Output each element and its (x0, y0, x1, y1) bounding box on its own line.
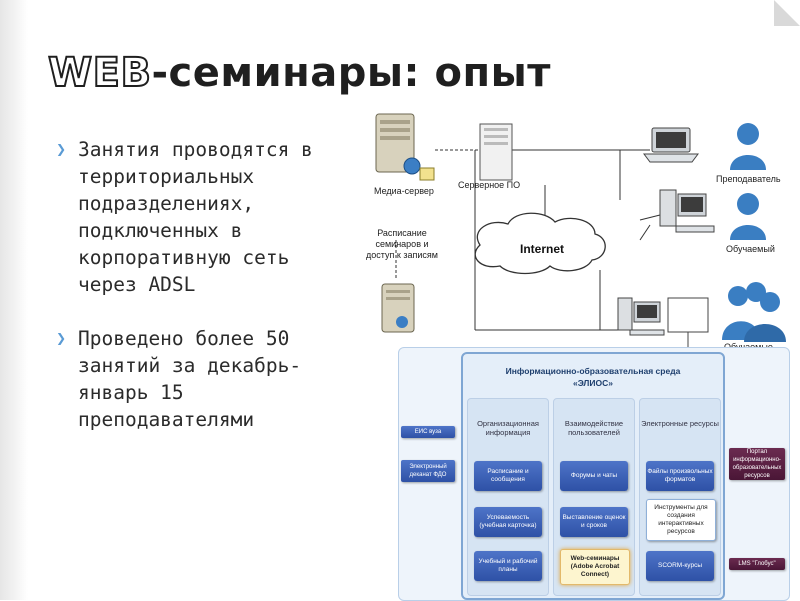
network-diagram: Медиа-сервер Серверное ПО Internet Распи… (360, 110, 800, 355)
left-decorative-bar (0, 0, 28, 600)
bullet-text: Проведено более 50 занятий за декабрь-ян… (78, 327, 302, 431)
internet-label: Internet (520, 242, 565, 256)
bullet-text: Занятия проводятся в территориальных под… (78, 138, 313, 296)
page-curl-corner (774, 0, 800, 26)
projector-screen-icon (667, 297, 709, 355)
server-software-label: Серверное ПО (458, 180, 521, 190)
column-head: Взаимодействие пользователей (564, 419, 624, 437)
media-server-icon (375, 113, 435, 181)
student-computer-icon (659, 189, 715, 233)
network-diagram-svg (375, 113, 786, 355)
column-org-info: Организационная информация Расписание и … (467, 398, 549, 596)
elios-box: Форумы и чаты (560, 461, 628, 491)
column-head: Электронные ресурсы (641, 419, 719, 428)
e-deanery-box: Электронный деканат ФДО (401, 460, 455, 482)
elios-diagram: Информационно-образовательная среда «ЭЛИ… (398, 347, 790, 601)
media-server-label: Медиа-сервер (374, 186, 434, 196)
elios-box: Успеваемость (учебная карточка) (474, 507, 542, 537)
students-group-icon (722, 282, 786, 342)
teacher-label: Преподаватель (716, 174, 781, 184)
bullet-arrow-icon: ❯ (56, 331, 67, 345)
archive-server-icon (381, 283, 415, 333)
bullet-arrow-icon: ❯ (56, 142, 67, 156)
server-software-icon (479, 123, 513, 181)
classroom-computer-icon (617, 297, 665, 336)
eis-box: ЕИС вуза (401, 426, 455, 438)
schedule-label: Расписание семинаров и доступ к записям (366, 228, 438, 260)
elios-box: Выставление оценок и сроков (560, 507, 628, 537)
title-web: WEB (47, 49, 152, 97)
student-label: Обучаемый (726, 244, 775, 254)
connection-lines (395, 149, 661, 331)
column-user-interaction: Взаимодействие пользователей Форумы и ча… (553, 398, 635, 596)
column-head: Организационная информация (477, 419, 539, 437)
elios-box: SCORM-курсы (646, 551, 714, 581)
bullet-item: ❯ Проведено более 50 занятий за декабрь-… (56, 325, 356, 433)
column-e-resources: Электронные ресурсы Файлы произвольных ф… (639, 398, 721, 596)
title-rest: -семинары: опыт (151, 50, 551, 96)
slide-title: WEB-семинары: опыт (47, 49, 551, 97)
web-seminar-box: Web-семинары (Adobe Acrobat Connect) (560, 549, 630, 585)
elios-frame: Информационно-образовательная среда «ЭЛИ… (461, 352, 725, 600)
elios-box: Учебный и рабочий планы (474, 551, 542, 581)
teacher-laptop-icon (643, 127, 699, 163)
internet-cloud-icon (474, 212, 606, 275)
elios-subtitle: «ЭЛИОС» (572, 378, 613, 388)
elios-title: Информационно-образовательная среда (505, 366, 681, 376)
teacher-person-icon (730, 123, 766, 170)
bullet-list: ❯ Занятия проводятся в территориальных п… (56, 136, 356, 433)
elios-box: Файлы произвольных форматов (646, 461, 714, 491)
bullet-item: ❯ Занятия проводятся в территориальных п… (56, 136, 356, 298)
portal-box: Портал информационно-образовательных рес… (729, 448, 785, 480)
student-person-icon (730, 193, 766, 240)
elios-box: Инструменты для создания интерактивных р… (646, 499, 716, 541)
elios-box: Расписание и сообщения (474, 461, 542, 491)
lms-globus-box: LMS "Глобус" (729, 558, 785, 570)
